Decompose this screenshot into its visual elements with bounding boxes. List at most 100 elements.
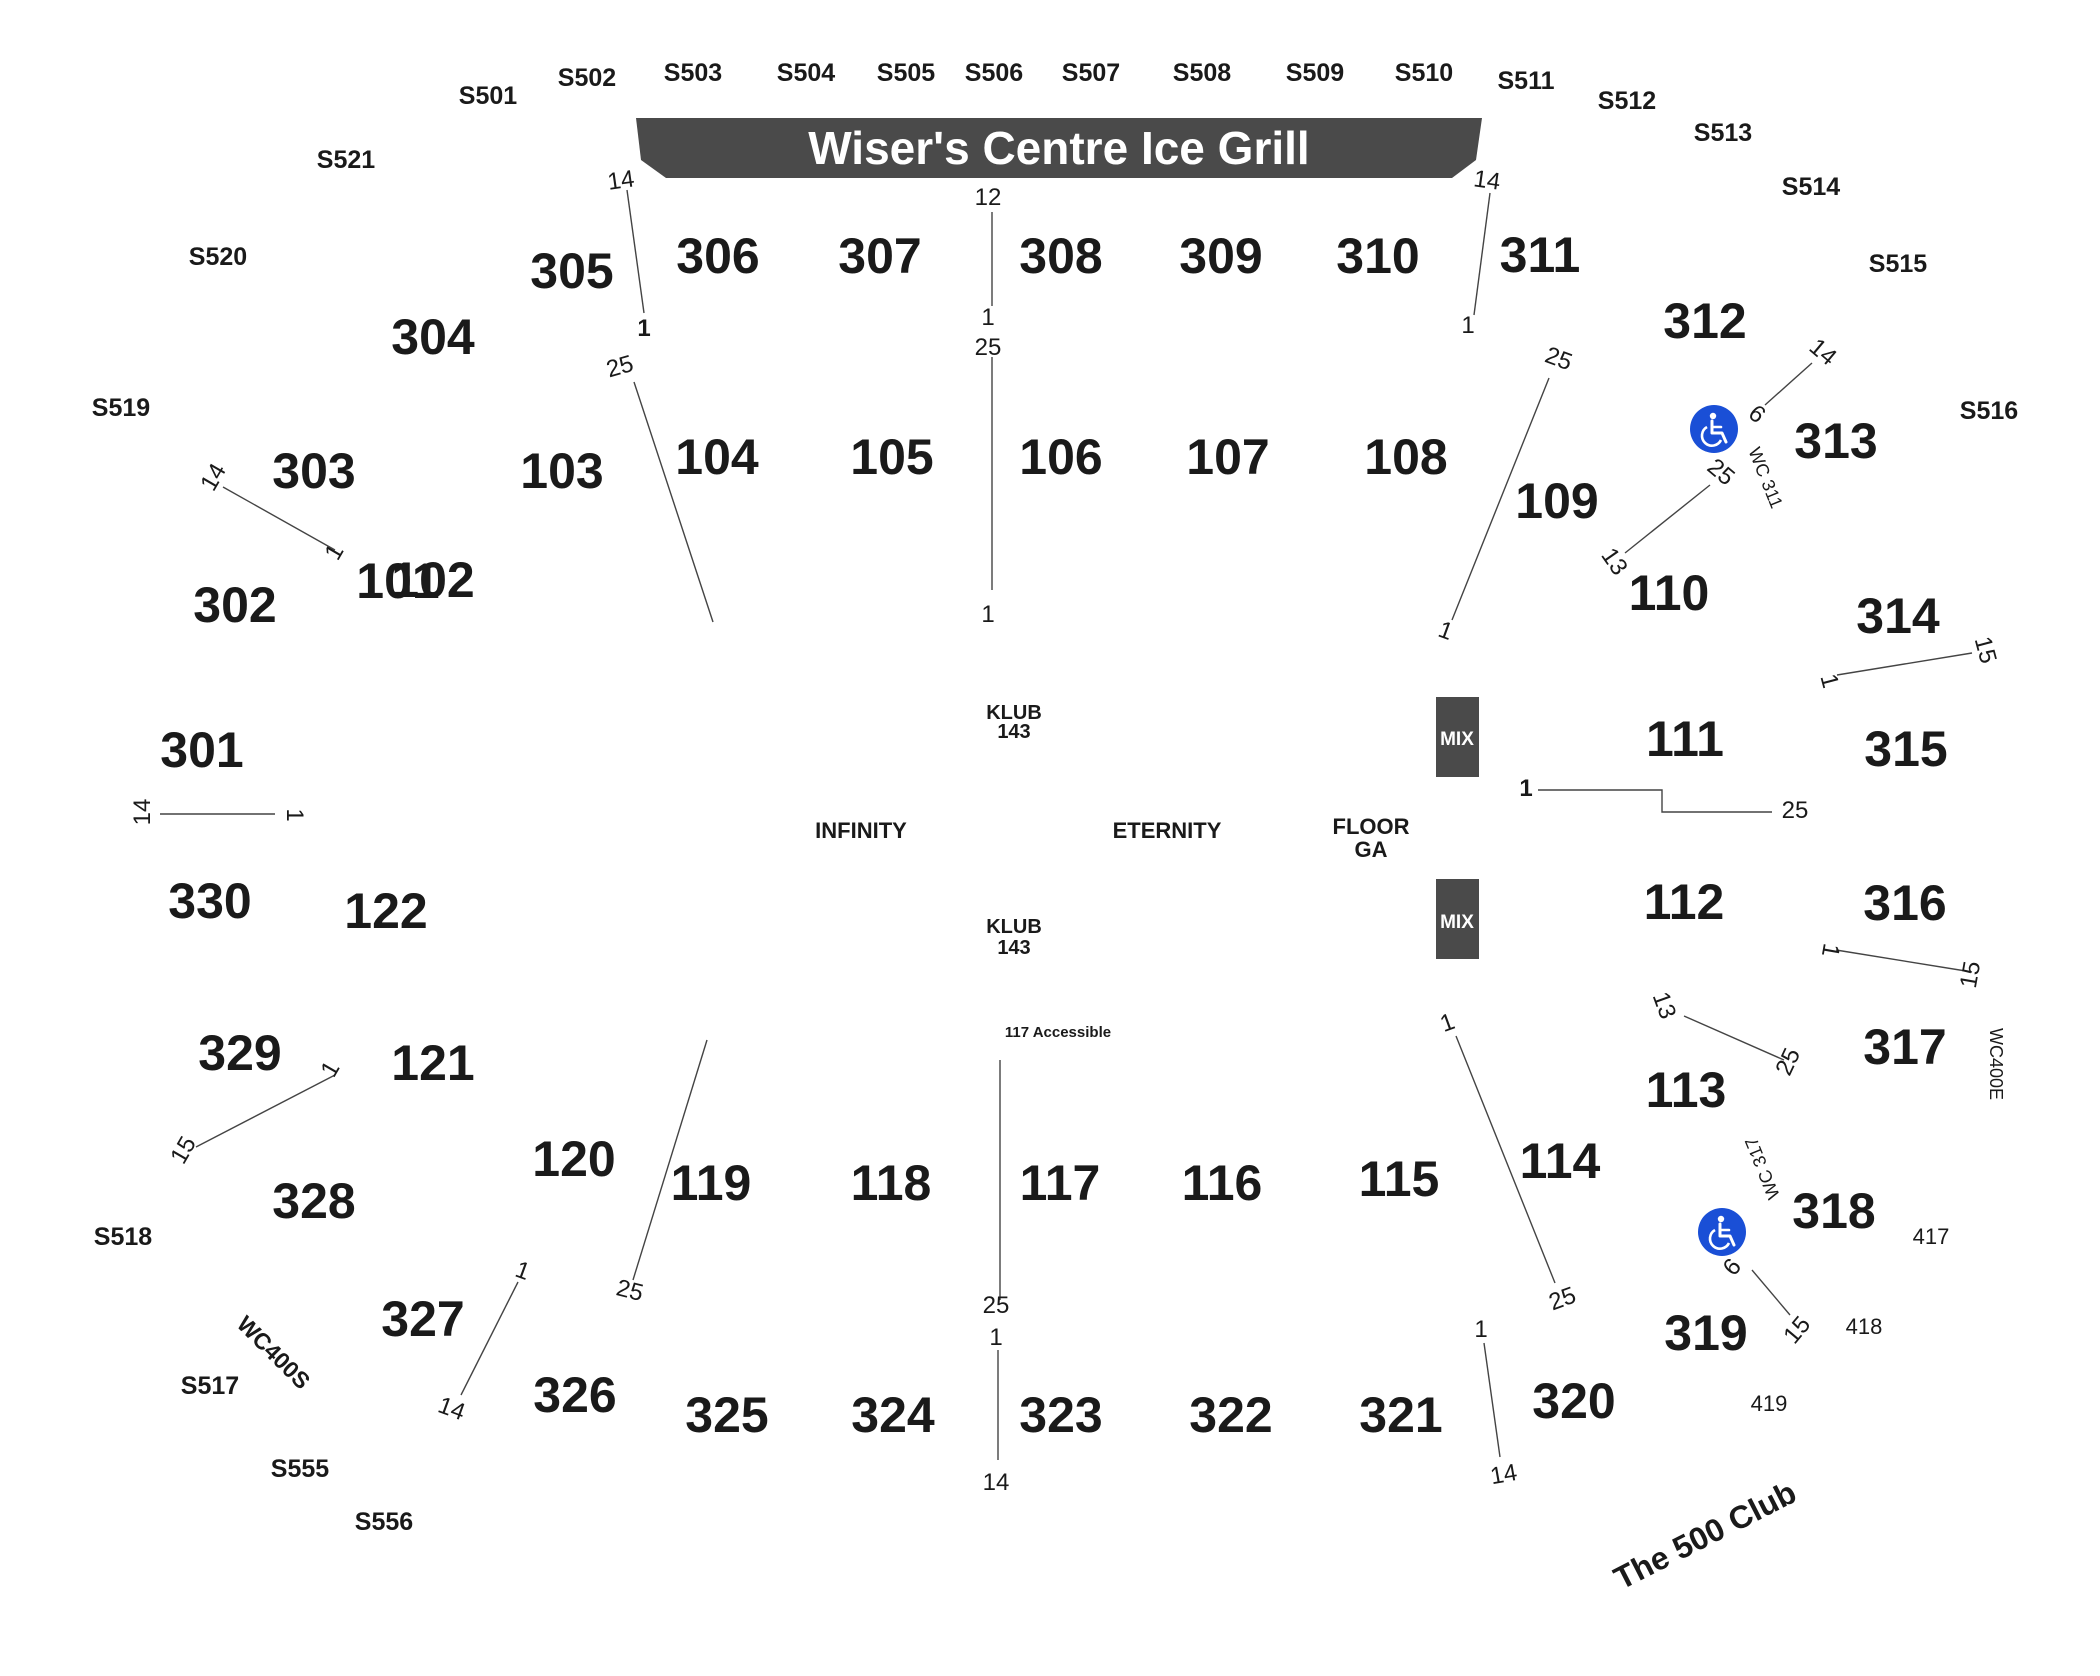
box-419[interactable]: 419 <box>1751 1391 1788 1416</box>
section-307[interactable]: 307 <box>838 228 921 284</box>
section-313[interactable]: 313 <box>1794 413 1877 469</box>
section-115[interactable]: 115 <box>1359 1151 1440 1207</box>
section-106[interactable]: 106 <box>1019 429 1102 485</box>
box-417[interactable]: 417 <box>1913 1224 1950 1249</box>
section-121[interactable]: 121 <box>391 1035 474 1091</box>
section-320[interactable]: 320 <box>1532 1373 1615 1429</box>
suite-s506[interactable]: S506 <box>965 59 1023 87</box>
section-327[interactable]: 327 <box>381 1291 464 1347</box>
section-329[interactable]: 329 <box>198 1025 281 1081</box>
suite-s515[interactable]: S515 <box>1869 250 1927 278</box>
section-330[interactable]: 330 <box>168 873 251 929</box>
section-303[interactable]: 303 <box>272 443 355 499</box>
row-label: 25 <box>975 334 1002 361</box>
section-321[interactable]: 321 <box>1359 1387 1442 1443</box>
suite-s516[interactable]: S516 <box>1960 397 2018 425</box>
suite-s508[interactable]: S508 <box>1173 59 1231 87</box>
suite-s556[interactable]: S556 <box>355 1508 413 1536</box>
zone-floor-ga-line1[interactable]: FLOOR <box>1333 814 1410 839</box>
500-club-label[interactable]: The 500 Club <box>1608 1474 1802 1596</box>
section-302[interactable]: 302 <box>193 577 276 633</box>
section-112[interactable]: 112 <box>1644 874 1725 930</box>
section-102[interactable]: 102 <box>391 552 474 608</box>
suite-s510[interactable]: S510 <box>1395 59 1453 87</box>
row-label: 14 <box>195 459 232 496</box>
suite-s518[interactable]: S518 <box>94 1223 152 1251</box>
mix-label-top: MIX <box>1440 729 1474 750</box>
suite-s501[interactable]: S501 <box>459 82 517 110</box>
suite-s514[interactable]: S514 <box>1782 173 1840 201</box>
section-306[interactable]: 306 <box>676 228 759 284</box>
section-118[interactable]: 118 <box>851 1155 932 1211</box>
suite-s511[interactable]: S511 <box>1497 67 1554 95</box>
section-325[interactable]: 325 <box>685 1387 768 1443</box>
section-315[interactable]: 315 <box>1864 721 1947 777</box>
zone-floor-ga-line2[interactable]: GA <box>1355 837 1388 862</box>
suite-s509[interactable]: S509 <box>1286 59 1344 87</box>
section-318[interactable]: 318 <box>1792 1183 1875 1239</box>
suite-s520[interactable]: S520 <box>189 243 247 271</box>
section-319[interactable]: 319 <box>1664 1305 1747 1361</box>
section-110[interactable]: 110 <box>1629 565 1710 621</box>
grill-label: Wiser's Centre Ice Grill <box>808 122 1309 174</box>
row-line <box>1836 652 1973 676</box>
section-119[interactable]: 119 <box>671 1155 752 1211</box>
suite-s507[interactable]: S507 <box>1062 59 1120 87</box>
suite-s502[interactable]: S502 <box>558 64 616 92</box>
section-101[interactable]: 101 <box>356 553 439 609</box>
zone-infinity[interactable]: INFINITY <box>815 818 907 843</box>
section-310[interactable]: 310 <box>1336 228 1419 284</box>
suite-s505[interactable]: S505 <box>877 59 935 87</box>
suite-s503[interactable]: S503 <box>664 59 722 87</box>
section-309[interactable]: 309 <box>1179 228 1262 284</box>
row-label: 25 <box>614 1274 646 1307</box>
section-316[interactable]: 316 <box>1863 875 1946 931</box>
section-108[interactable]: 108 <box>1364 429 1447 485</box>
row-label: 1 <box>1461 312 1474 339</box>
suite-s504[interactable]: S504 <box>777 59 835 87</box>
zone-eternity[interactable]: ETERNITY <box>1113 818 1222 843</box>
section-301[interactable]: 301 <box>160 722 243 778</box>
row-line <box>195 1074 336 1148</box>
mix-booth-bottom[interactable] <box>1436 879 1479 959</box>
box-418[interactable]: 418 <box>1846 1314 1883 1339</box>
suite-s555[interactable]: S555 <box>271 1455 329 1483</box>
section-113[interactable]: 113 <box>1646 1062 1727 1118</box>
section-114[interactable]: 114 <box>1520 1133 1601 1189</box>
section-324[interactable]: 324 <box>851 1387 935 1443</box>
section-116[interactable]: 116 <box>1182 1155 1263 1211</box>
row-label: 15 <box>1955 959 1986 990</box>
zone-klub-top[interactable]: KLUB <box>986 702 1042 724</box>
section-111[interactable]: 111 <box>1646 711 1724 767</box>
suite-s517[interactable]: S517 <box>181 1372 239 1400</box>
section-326[interactable]: 326 <box>533 1367 616 1423</box>
section-117[interactable]: 117 <box>1020 1155 1101 1211</box>
section-105[interactable]: 105 <box>850 429 933 485</box>
suite-s521[interactable]: S521 <box>317 146 375 174</box>
section-323[interactable]: 323 <box>1019 1387 1102 1443</box>
section-328[interactable]: 328 <box>272 1173 355 1229</box>
section-311[interactable]: 311 <box>1500 227 1581 283</box>
mix-booth-top[interactable] <box>1436 697 1479 777</box>
section-107[interactable]: 107 <box>1186 429 1269 485</box>
section-104[interactable]: 104 <box>675 429 759 485</box>
section-308[interactable]: 308 <box>1019 228 1102 284</box>
section-304[interactable]: 304 <box>391 309 475 365</box>
section-120[interactable]: 120 <box>532 1131 615 1187</box>
grill-banner[interactable] <box>636 118 1482 178</box>
section-109[interactable]: 109 <box>1515 473 1598 529</box>
floor-zones: INFINITY ETERNITY FLOOR GA KLUB 143 KLUB… <box>815 697 1479 1041</box>
mix-label-bottom: MIX <box>1440 912 1474 933</box>
section-305[interactable]: 305 <box>530 243 613 299</box>
section-312[interactable]: 312 <box>1663 293 1746 349</box>
section-322[interactable]: 322 <box>1189 1387 1272 1443</box>
section-317[interactable]: 317 <box>1863 1019 1946 1075</box>
suite-s519[interactable]: S519 <box>92 394 150 422</box>
section-103[interactable]: 103 <box>520 443 603 499</box>
suite-s513[interactable]: S513 <box>1694 119 1752 147</box>
section-314[interactable]: 314 <box>1856 588 1940 644</box>
suite-s512[interactable]: S512 <box>1598 87 1656 115</box>
section-122[interactable]: 122 <box>344 883 427 939</box>
zone-klub-bottom[interactable]: KLUB <box>986 916 1042 938</box>
